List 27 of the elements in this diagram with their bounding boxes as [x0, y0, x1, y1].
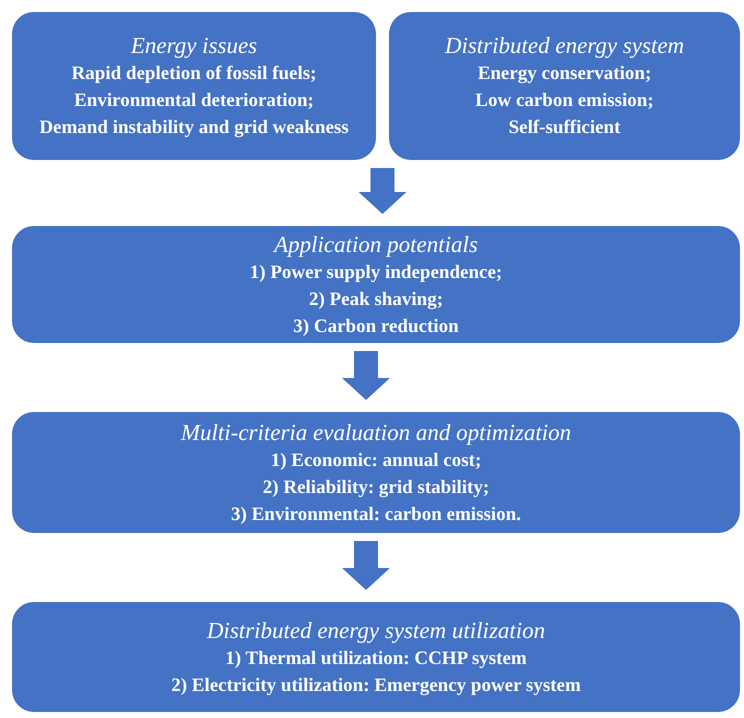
box-text: Low carbon emission;	[475, 89, 654, 113]
box-text: 2) Reliability: grid stability;	[262, 476, 490, 500]
box-text: Self-sufficient	[508, 116, 620, 140]
box-heading: Distributed energy system utilization	[206, 616, 546, 644]
block-arrow	[342, 541, 390, 590]
box-text: 1) Thermal utilization: CCHP system	[225, 646, 527, 670]
box-text: 2) Peak shaving;	[308, 288, 444, 312]
box-text: Demand instability and grid weakness	[39, 116, 349, 140]
box-heading: Energy issues	[130, 32, 258, 60]
rounded-box	[12, 226, 740, 343]
box-text: 3) Environmental: carbon emission.	[231, 502, 521, 526]
box-text: 3) Carbon reduction	[293, 314, 459, 338]
box-text: Rapid depletion of fossil fuels;	[72, 62, 316, 86]
rounded-box	[389, 12, 740, 160]
box-heading: Multi-criteria evaluation and optimization	[180, 418, 572, 446]
rounded-box	[12, 602, 740, 712]
box-text: 2) Electricity utilization: Emergency power system	[171, 674, 581, 698]
rounded-box	[12, 12, 376, 160]
box-text: Energy conservation;	[478, 62, 652, 86]
block-arrow	[358, 168, 406, 214]
box-text: Environmental deterioration;	[74, 89, 314, 113]
box-heading: Application potentials	[274, 230, 478, 258]
box-heading: Distributed energy system	[444, 32, 684, 60]
box-text: 1) Power supply independence;	[250, 260, 502, 284]
box-text: 1) Economic: annual cost;	[270, 448, 482, 472]
block-arrow	[342, 351, 390, 400]
rounded-box	[12, 412, 740, 533]
